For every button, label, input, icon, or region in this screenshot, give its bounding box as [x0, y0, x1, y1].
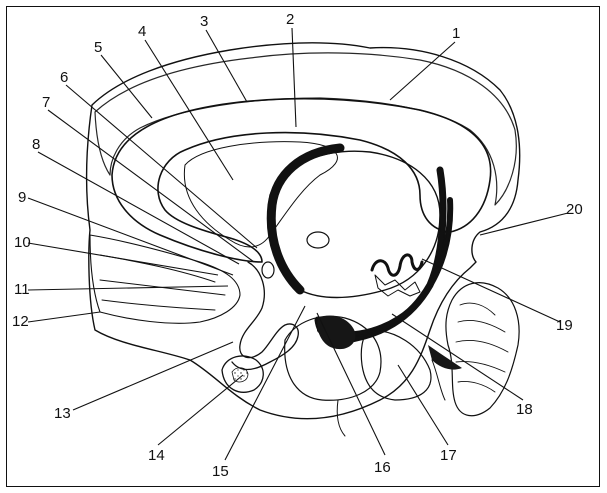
- leader-11: [28, 286, 228, 290]
- label-17: 17: [440, 447, 457, 464]
- brainstem-line: [337, 400, 345, 436]
- hippocampal-band: [320, 200, 450, 335]
- leader-13: [73, 342, 233, 410]
- label-6: 6: [60, 69, 68, 86]
- label-1: 1: [452, 25, 460, 42]
- leader-19: [422, 259, 560, 322]
- leader-8: [38, 152, 239, 264]
- leader-5: [101, 55, 152, 118]
- cerebellum: [446, 283, 519, 416]
- leader-3: [206, 30, 247, 102]
- leader-7: [48, 110, 254, 262]
- labels: 1 2 3 4 5 6 7 8 9 10 11 12 13 14 15 16 1…: [12, 11, 583, 480]
- label-12: 12: [12, 313, 29, 330]
- label-14: 14: [148, 447, 165, 464]
- leader-12: [28, 312, 100, 322]
- pituitary-core: [232, 368, 248, 382]
- choroid-squiggle: [372, 255, 422, 275]
- leader-4: [145, 40, 233, 180]
- dark-core: [317, 316, 355, 349]
- label-11: 11: [14, 281, 30, 298]
- label-8: 8: [32, 136, 40, 153]
- fornix: [318, 170, 443, 340]
- leader-lines: [28, 28, 568, 460]
- label-15: 15: [212, 463, 229, 480]
- label-7: 7: [42, 94, 50, 111]
- label-3: 3: [200, 13, 208, 30]
- label-16: 16: [374, 459, 391, 476]
- label-2: 2: [286, 11, 294, 28]
- corpus-callosum: [112, 99, 491, 262]
- label-10: 10: [14, 234, 31, 251]
- label-9: 9: [18, 189, 26, 206]
- interthalamic-adhesion: [307, 232, 329, 248]
- leader-14: [158, 375, 243, 445]
- anterior-commissure: [262, 262, 274, 278]
- leader-9: [28, 198, 233, 275]
- label-13: 13: [54, 405, 71, 422]
- label-18: 18: [516, 401, 533, 418]
- leader-1: [390, 42, 455, 100]
- leader-20: [480, 213, 568, 235]
- label-20: 20: [566, 201, 583, 218]
- label-19: 19: [556, 317, 573, 334]
- leader-17: [398, 365, 448, 445]
- label-4: 4: [138, 23, 146, 40]
- frontal-folds: [90, 235, 240, 323]
- label-5: 5: [94, 39, 102, 56]
